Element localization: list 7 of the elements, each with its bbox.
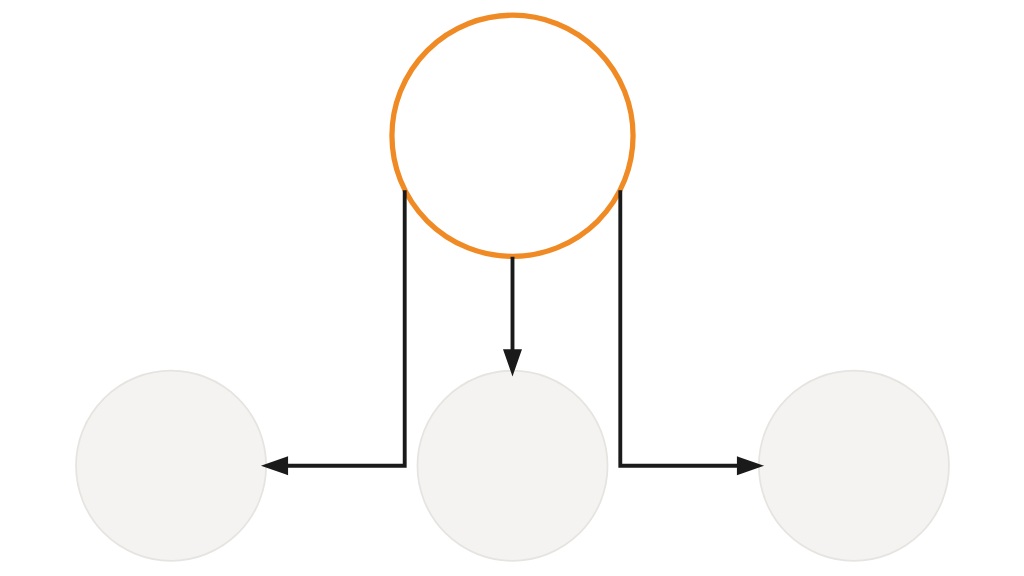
node-circle <box>757 369 950 562</box>
arrow <box>260 190 407 476</box>
node-circle <box>388 12 636 259</box>
node-circle <box>416 369 608 562</box>
arrow <box>502 256 522 377</box>
arrow <box>617 190 764 476</box>
node-circle <box>74 369 267 562</box>
